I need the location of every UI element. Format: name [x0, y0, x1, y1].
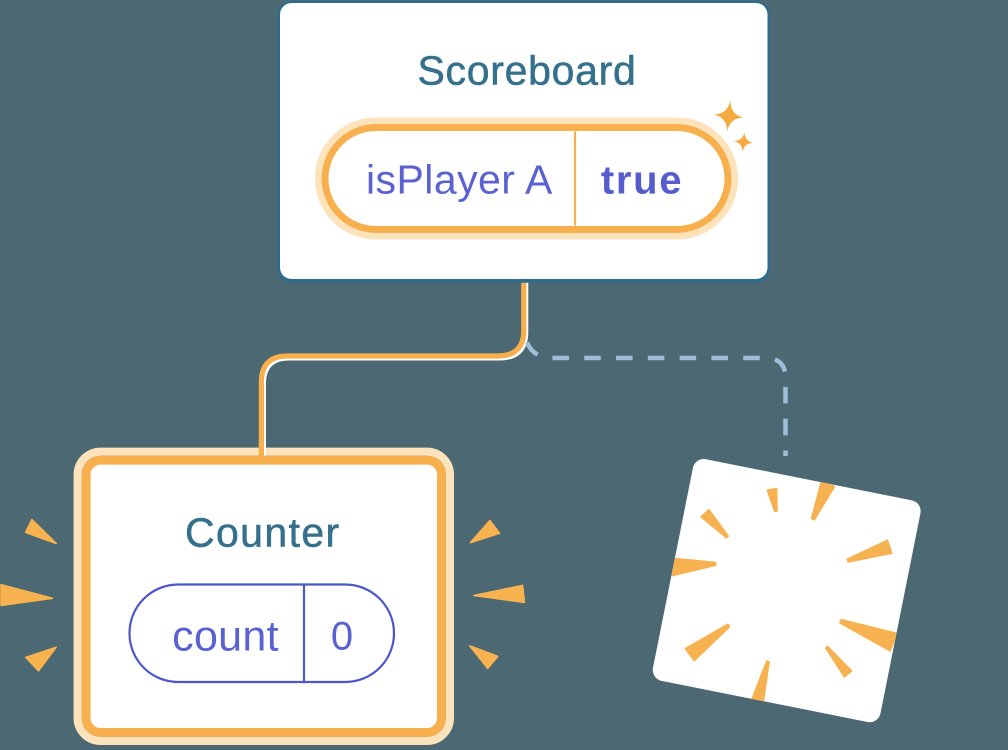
svg-text:count: count	[172, 612, 279, 660]
svg-text:Scoreboard: Scoreboard	[418, 48, 637, 94]
svg-text:true: true	[601, 159, 683, 203]
svg-text:0: 0	[331, 615, 353, 659]
svg-text:isPlayer A: isPlayer A	[366, 157, 553, 203]
svg-text:Counter: Counter	[185, 509, 341, 555]
